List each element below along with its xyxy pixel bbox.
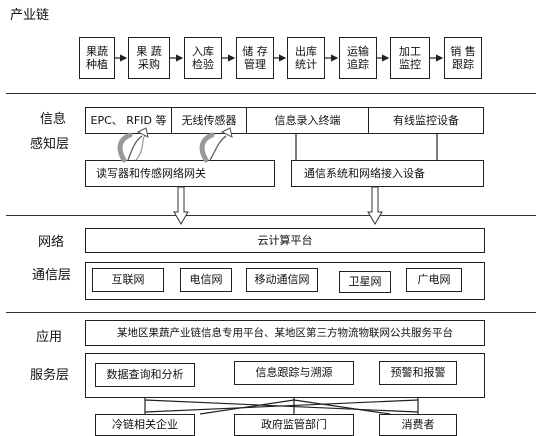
gateway-box: 读写器和传感网络网关 [85, 160, 275, 187]
perception-layer-label-2: 感知层 [30, 137, 70, 152]
chain-stage-inbound-inspection: 入库检验 [184, 37, 222, 79]
separator-network-application [6, 312, 536, 313]
chain-stage-processing-monitoring: 加工监控 [390, 37, 430, 79]
hollow-arrow-gateway-to-cloud [173, 186, 189, 225]
separator-industry-perception [6, 93, 536, 94]
network-layer-label-2: 通信层 [32, 268, 72, 283]
service-alarm: 预警和报警 [379, 361, 457, 385]
separator-perception-network [6, 215, 536, 216]
chain-stage-transport-tracking: 运输追踪 [339, 37, 377, 79]
service-platform-box: 某地区果蔬产业链信息专用平台、某地区第三方物流物联网公共服务平台 [85, 320, 485, 346]
curved-arrow-wireless [199, 127, 233, 163]
perception-layer-label: 信息 [40, 112, 67, 127]
net-mobile: 移动通信网 [246, 268, 318, 292]
industry-layer-label: 产业链 [10, 8, 50, 23]
service-data-query: 数据查询和分析 [95, 363, 195, 387]
device-wireless-sensor: 无线传感器 [171, 107, 247, 134]
net-broadcast: 广电网 [406, 268, 462, 292]
net-internet: 互联网 [92, 268, 164, 292]
chain-stage-outbound-statistics: 出库统计 [287, 37, 325, 79]
chain-stage-sales-tracking: 销 售跟踪 [444, 37, 482, 79]
cloud-platform-box: 云计算平台 [85, 228, 485, 253]
net-satellite: 卫星网 [339, 271, 391, 293]
chain-stage-storage-management: 储 存管理 [236, 37, 274, 79]
hollow-arrow-access-to-cloud [367, 186, 383, 225]
network-access-box: 通信系统和网络接入设备 [291, 160, 484, 187]
chain-stage-planting: 果蔬种植 [79, 37, 115, 79]
application-layer-label: 应用 [36, 330, 63, 345]
service-user-links [144, 398, 419, 415]
curved-arrow-rfid [117, 127, 149, 163]
net-telecom: 电信网 [180, 268, 232, 292]
chain-stage-purchasing: 果 蔬采购 [128, 37, 170, 79]
service-tracking-traceability: 信息跟踪与溯源 [234, 361, 354, 385]
application-layer-label-2: 服务层 [30, 368, 70, 383]
device-wired-monitoring: 有线监控设备 [368, 107, 484, 134]
network-layer-label: 网络 [38, 235, 65, 250]
device-info-entry-terminal: 信息录入终端 [246, 107, 369, 134]
